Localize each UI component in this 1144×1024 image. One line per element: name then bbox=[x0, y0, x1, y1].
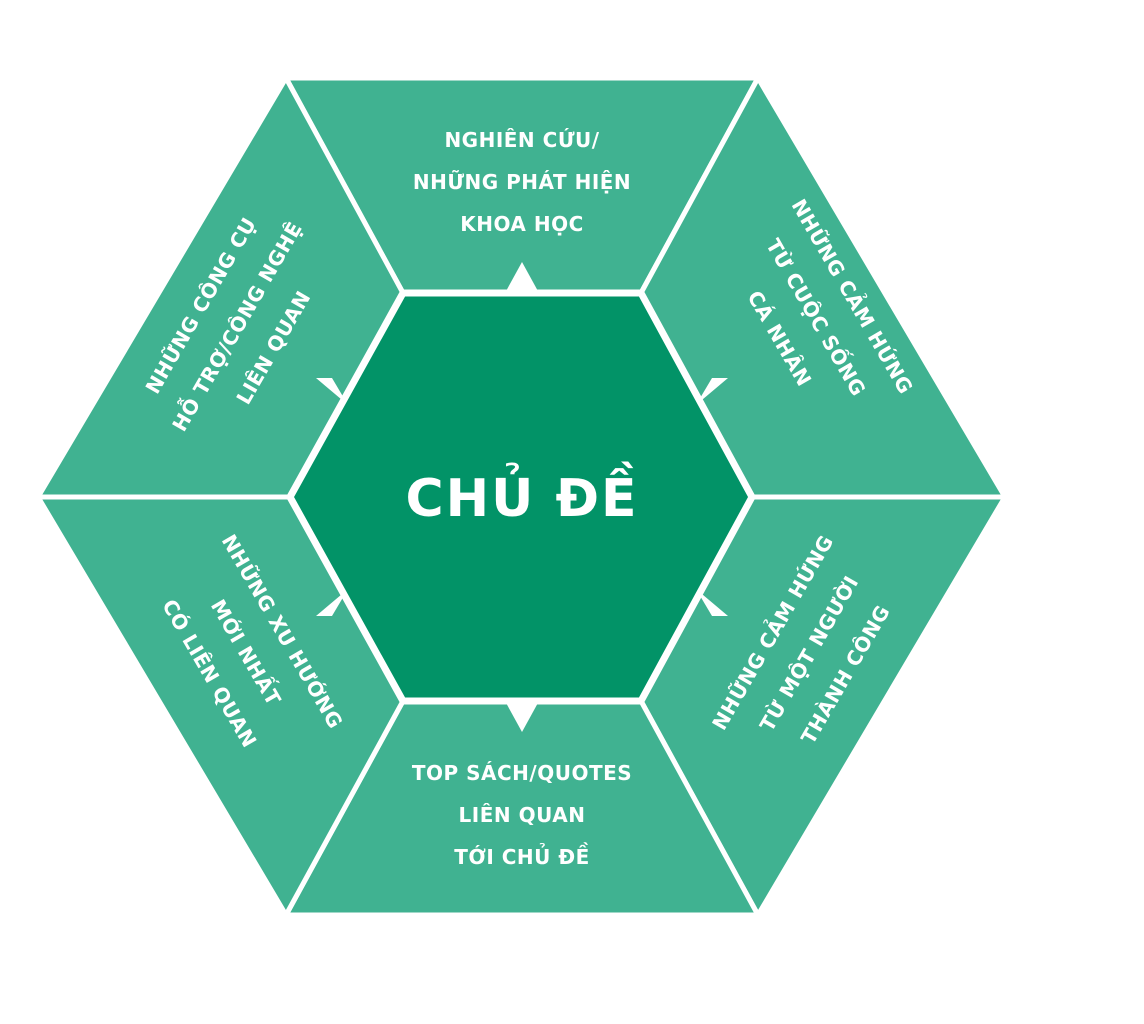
notch-top-right bbox=[696, 378, 728, 405]
label-bottom: TOP SÁCH/QUOTES LIÊN QUAN TỚI CHỦ ĐỀ bbox=[412, 761, 632, 869]
notch-bottom-right bbox=[696, 589, 728, 616]
label-line: TỚI CHỦ ĐỀ bbox=[454, 843, 590, 869]
label-top: NGHIÊN CỨU/ NHỮNG PHÁT HIỆN KHOA HỌC bbox=[413, 128, 631, 236]
notch-bottom-left bbox=[316, 589, 348, 616]
label-line: NHỮNG PHÁT HIỆN bbox=[413, 170, 631, 194]
center-hexagon bbox=[286, 289, 756, 705]
notch-bottom bbox=[505, 701, 539, 732]
label-line: TOP SÁCH/QUOTES bbox=[412, 761, 632, 785]
label-line: KHOA HỌC bbox=[460, 212, 584, 236]
label-line: NGHIÊN CỨU/ bbox=[444, 128, 599, 152]
notch-top-left bbox=[316, 378, 348, 405]
notch-top bbox=[505, 262, 539, 293]
label-line: LIÊN QUAN bbox=[459, 803, 586, 827]
center-label: CHỦ ĐỀ bbox=[405, 461, 638, 529]
